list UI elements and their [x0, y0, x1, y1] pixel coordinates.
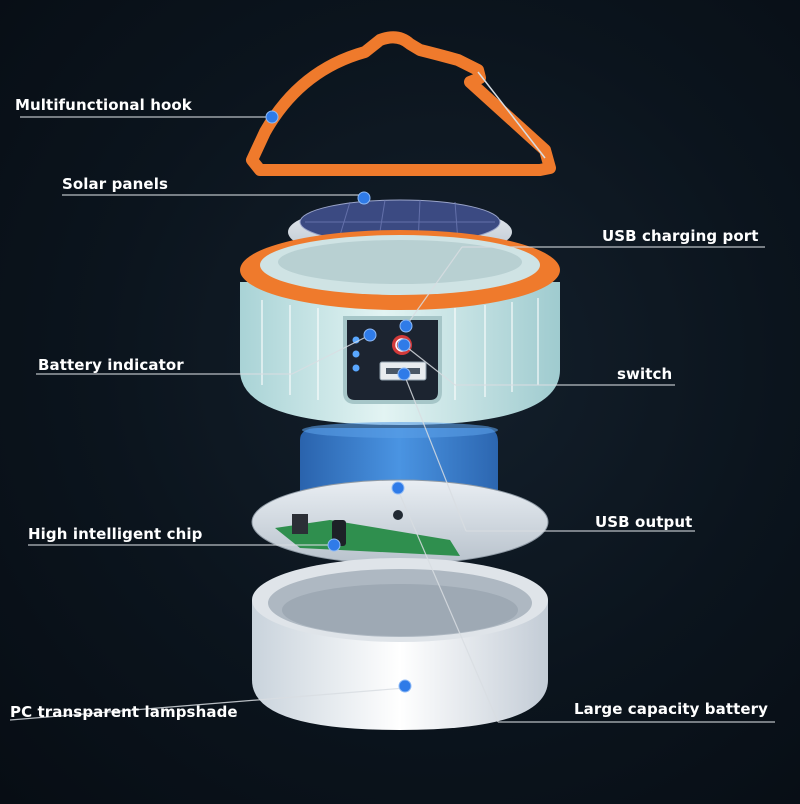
callout-markers [265, 110, 413, 693]
usb-charging-marker [399, 319, 413, 333]
callout-hook: Multifunctional hook [15, 96, 192, 114]
callout-chip: High intelligent chip [28, 525, 203, 543]
callout-switch: switch [617, 365, 673, 383]
callout-solar-panels: Solar panels [62, 175, 168, 193]
leader-lines [9, 116, 775, 723]
lampshade-marker [398, 679, 412, 693]
callout-lampshade: PC transparent lampshade [10, 703, 238, 721]
callout-battery-indicator: Battery indicator [38, 356, 184, 374]
battery-indicator-marker [363, 328, 377, 342]
solar-marker [357, 191, 371, 205]
chip-marker [327, 538, 341, 552]
lampshade [252, 558, 548, 730]
callout-usb-charging-port: USB charging port [602, 227, 759, 245]
control-panel [343, 316, 442, 404]
switch-marker [397, 338, 411, 352]
hook [246, 31, 556, 176]
circuit-board [251, 479, 549, 565]
usb-output-marker [397, 367, 411, 381]
battery-marker [391, 481, 405, 495]
callout-usb-output: USB output [595, 513, 693, 531]
hook-marker [265, 110, 279, 124]
callout-battery: Large capacity battery [574, 700, 769, 718]
battery-pack [300, 422, 498, 496]
